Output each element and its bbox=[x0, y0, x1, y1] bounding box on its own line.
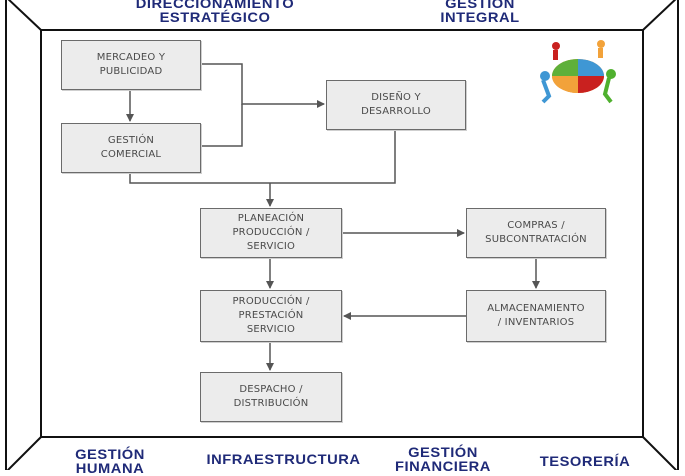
node-mercadeo-publicidad: MERCADEO Y PUBLICIDAD bbox=[61, 40, 201, 90]
node-label: PRODUCCIÓN / PRESTACIÓN SERVICIO bbox=[232, 296, 310, 335]
node-despacho: DESPACHO / DISTRIBUCIÓN bbox=[200, 372, 342, 422]
node-label: DISEÑO Y DESARROLLO bbox=[361, 92, 431, 117]
edge-comercial-planeacion bbox=[129, 130, 396, 184]
edge-comercial-diseno bbox=[200, 104, 243, 147]
title-gestion-integral: GESTIÓN INTEGRAL bbox=[440, 0, 520, 25]
node-label: ALMACENAMIENTO / INVENTARIOS bbox=[487, 303, 585, 328]
node-label: MERCADEO Y PUBLICIDAD bbox=[96, 52, 166, 77]
node-gestion-comercial: GESTIÓN COMERCIAL bbox=[61, 123, 201, 173]
node-label: DESPACHO / DISTRIBUCIÓN bbox=[233, 384, 309, 409]
node-diseno-desarrollo: DISEÑO Y DESARROLLO bbox=[326, 80, 466, 130]
title-direccionamiento-estrategico: DIRECCIONAMIENTO ESTRATÉGICO bbox=[135, 0, 295, 25]
node-label: GESTIÓN COMERCIAL bbox=[100, 135, 162, 160]
node-almacenamiento: ALMACENAMIENTO / INVENTARIOS bbox=[466, 290, 606, 342]
node-label: PLANEACIÓN PRODUCCIÓN / SERVICIO bbox=[232, 213, 310, 252]
teamwork-puzzle-icon bbox=[540, 40, 616, 104]
node-produccion: PRODUCCIÓN / PRESTACIÓN SERVICIO bbox=[200, 290, 342, 342]
node-label: COMPRAS / SUBCONTRATACIÓN bbox=[485, 220, 587, 245]
title-tesoreria: TESORERÍA bbox=[539, 453, 631, 469]
node-planeacion: PLANEACIÓN PRODUCCIÓN / SERVICIO bbox=[200, 208, 342, 258]
node-compras: COMPRAS / SUBCONTRATACIÓN bbox=[466, 208, 606, 258]
title-infraestructura: INFRAESTRUCTURA bbox=[206, 451, 361, 467]
edge-mercadeo-diseno bbox=[200, 63, 325, 108]
